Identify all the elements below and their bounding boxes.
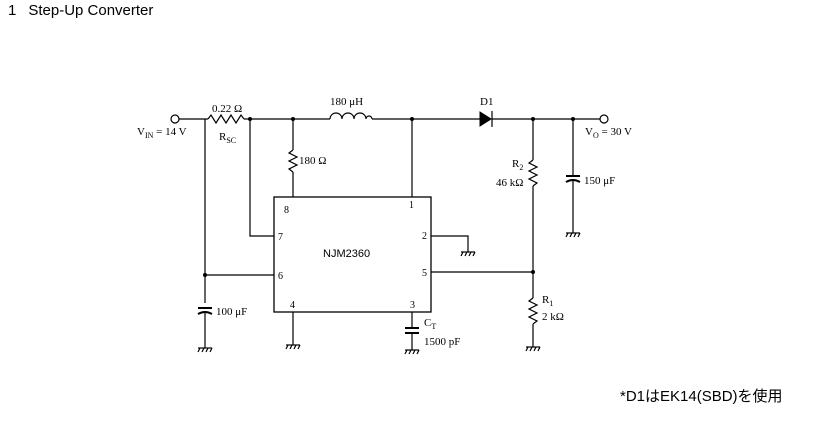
pin7-wire xyxy=(249,119,274,237)
ic-pin-7: 7 xyxy=(278,232,283,243)
capacitor-cin xyxy=(197,307,213,315)
ic-pin-1: 1 xyxy=(409,200,414,211)
vo-terminal xyxy=(599,114,609,124)
rsc-value: 0.22 Ω xyxy=(212,103,242,115)
ic-pin-3: 3 xyxy=(410,300,415,311)
ground-symbol-r1 xyxy=(525,346,541,352)
ground-symbol-pin2 xyxy=(460,251,476,257)
ic-pin-8: 8 xyxy=(284,205,289,216)
ground-symbol-ct xyxy=(404,349,420,355)
rsc-label: RSC xyxy=(219,131,236,145)
r2-resistor xyxy=(527,159,539,187)
inductor-180uh xyxy=(329,112,373,120)
r1-resistor xyxy=(527,297,539,325)
ground-symbol-cin xyxy=(197,347,213,353)
r180-value: 180 Ω xyxy=(299,155,326,167)
page-heading: 1 Step-Up Converter xyxy=(8,2,153,19)
heading-number: 1 xyxy=(8,2,17,19)
diode-label: D1 xyxy=(480,96,493,108)
cin-value: 100 μF xyxy=(216,306,247,318)
pin2-wire xyxy=(431,235,469,252)
ct-label: CT xyxy=(424,317,436,331)
vin-terminal xyxy=(170,114,180,124)
diode-d1 xyxy=(479,111,493,127)
ic-pin-2: 2 xyxy=(422,231,427,242)
ground-symbol-cout xyxy=(565,232,581,238)
ic-pin-4: 4 xyxy=(290,300,295,311)
diode-note: *D1はEK14(SBD)を使用 xyxy=(620,388,783,405)
r1-label: R1 xyxy=(542,294,553,308)
ic-name: NJM2360 xyxy=(323,248,370,260)
inductor-value: 180 μH xyxy=(330,96,363,108)
ic-pin-5: 5 xyxy=(422,268,427,279)
capacitor-cout xyxy=(565,175,581,183)
ic-pin-6: 6 xyxy=(278,271,283,282)
heading-title: Step-Up Converter xyxy=(28,2,154,19)
r180-resistor xyxy=(287,149,299,173)
vo-label: VO = 30 V xyxy=(585,126,632,140)
r1-value: 2 kΩ xyxy=(542,311,564,323)
ic-njm2360 xyxy=(273,196,432,313)
vin-label: VIN = 14 V xyxy=(137,126,187,140)
rsc-resistor xyxy=(207,113,245,125)
r2-value: 46 kΩ xyxy=(496,177,523,189)
cout-value: 150 μF xyxy=(584,175,615,187)
ct-value: 1500 pF xyxy=(424,336,460,348)
capacitor-ct xyxy=(405,327,419,334)
r2-label: R2 xyxy=(512,158,523,172)
ground-symbol-pin4 xyxy=(285,344,301,350)
